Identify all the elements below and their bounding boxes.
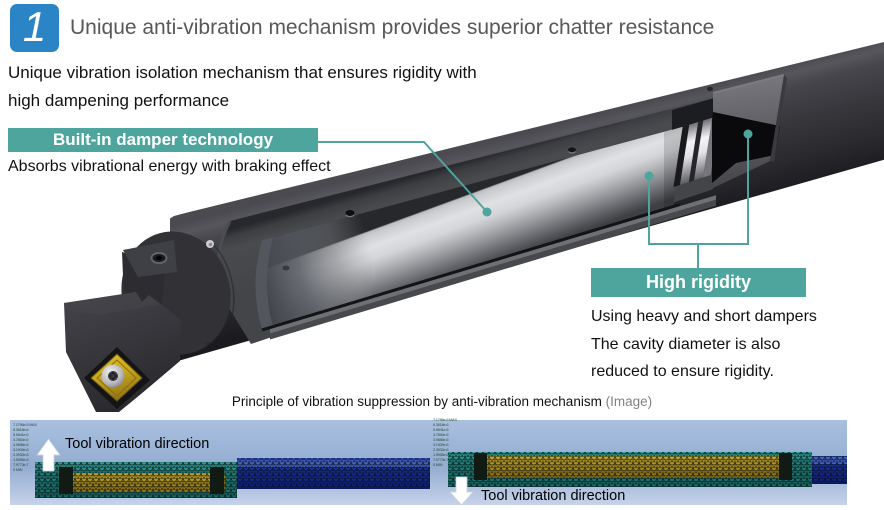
svg-text:3.9886e-6: 3.9886e-6 xyxy=(433,437,449,442)
svg-text:5.5841e-6: 5.5841e-6 xyxy=(433,427,449,432)
svg-text:7.9773e-7: 7.9773e-7 xyxy=(13,462,29,467)
svg-text:6.3818e-6: 6.3818e-6 xyxy=(13,427,29,432)
svg-text:0 MIN: 0 MIN xyxy=(13,467,23,472)
svg-text:7.1796e-5 MAX: 7.1796e-5 MAX xyxy=(13,422,38,427)
svg-text:5.5841e-6: 5.5841e-6 xyxy=(13,432,29,437)
svg-text:4.7864e-6: 4.7864e-6 xyxy=(13,437,29,442)
svg-text:3.1909e-6: 3.1909e-6 xyxy=(433,442,449,447)
svg-text:3.9886e-6: 3.9886e-6 xyxy=(13,442,29,447)
svg-text:3.1909e-6: 3.1909e-6 xyxy=(13,447,29,452)
svg-text:1.5955e-6: 1.5955e-6 xyxy=(13,457,29,462)
svg-text:0 MIN: 0 MIN xyxy=(433,462,443,467)
svg-text:2.3932e-6: 2.3932e-6 xyxy=(433,447,449,452)
svg-text:2.3932e-6: 2.3932e-6 xyxy=(13,452,29,457)
svg-text:7.9773e-7: 7.9773e-7 xyxy=(433,457,449,462)
svg-text:4.7864e-6: 4.7864e-6 xyxy=(433,432,449,437)
svg-text:6.3818e-6: 6.3818e-6 xyxy=(433,422,449,427)
svg-text:7.1796e-5 MAX: 7.1796e-5 MAX xyxy=(433,417,458,422)
svg-text:1.5955e-6: 1.5955e-6 xyxy=(433,452,449,457)
